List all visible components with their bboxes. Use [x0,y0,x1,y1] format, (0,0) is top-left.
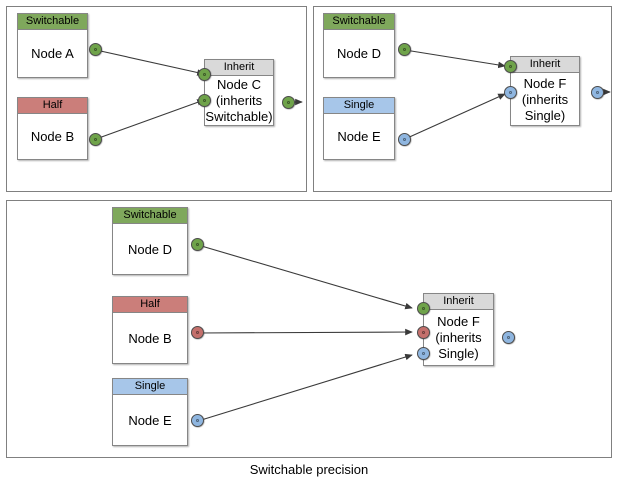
port-node-d-out[interactable] [398,43,411,56]
port-node-b-bottom-out[interactable] [191,326,204,339]
port-node-f-top-out[interactable] [591,86,604,99]
node-c-line1: Node C [216,77,262,92]
port-node-c-in-2[interactable] [198,94,211,107]
node-e-bottom-label: Node E [128,412,172,428]
node-b-label: Node B [30,129,75,144]
node-d-bottom[interactable]: Switchable Node D [112,207,188,275]
node-a[interactable]: Switchable Node A [17,13,88,78]
node-e-bottom[interactable]: Single Node E [112,378,188,446]
node-e-label: Node E [337,129,381,144]
port-node-a-out[interactable] [89,43,102,56]
node-e-bottom-header: Single [113,379,187,395]
node-d-bottom-label: Node D [127,241,173,257]
node-c-line2: (inherits [215,93,263,108]
port-node-d-bottom-out[interactable] [191,238,204,251]
port-node-b-out[interactable] [89,133,102,146]
node-b-bottom[interactable]: Half Node B [112,296,188,364]
node-d-bottom-header: Switchable [113,208,187,224]
node-f-bottom[interactable]: Inherit Node F (inherits Single) [423,293,494,366]
node-f-top[interactable]: Inherit Node F (inherits Single) [510,56,580,126]
panel-top-right: Switchable Node D Single Node E Inherit … [313,6,612,192]
node-f-bottom-line3: Single) [438,346,479,361]
port-node-f-top-in-1[interactable] [504,60,517,73]
port-node-c-out[interactable] [282,96,295,109]
port-node-e-out[interactable] [398,133,411,146]
node-f-top-line3: Single) [524,107,566,123]
node-b-header: Half [18,98,87,114]
node-d[interactable]: Switchable Node D [323,13,395,78]
panel-top-left: Switchable Node A Half Node B Inherit No… [6,6,307,192]
node-f-top-label: Node F (inherits Single) [511,73,579,126]
port-node-f-bottom-in-3[interactable] [417,347,430,360]
node-b-bottom-header: Half [113,297,187,313]
node-f-bottom-header: Inherit [424,294,493,310]
node-e-header: Single [324,98,394,114]
port-node-f-bottom-in-1[interactable] [417,302,430,315]
node-c-header: Inherit [205,60,273,76]
edges-bottom [197,244,413,422]
node-c[interactable]: Inherit Node C (inherits Switchable) [204,59,274,126]
port-node-e-bottom-out[interactable] [191,414,204,427]
panel-bottom: Switchable Node D Half Node B Single Nod… [6,200,612,458]
node-b-bottom-label: Node B [128,330,172,346]
port-node-f-top-in-2[interactable] [504,86,517,99]
node-f-top-line1: Node F [523,75,567,91]
node-f-bottom-line2: (inherits [435,330,482,345]
node-f-top-header: Inherit [511,57,579,73]
port-node-f-bottom-out[interactable] [502,331,515,344]
node-a-header: Switchable [18,14,87,30]
node-f-bottom-line1: Node F [437,314,480,329]
port-node-c-in-1[interactable] [198,68,211,81]
node-a-label: Node A [31,46,74,61]
node-d-header: Switchable [324,14,394,30]
node-f-bottom-label: Node F (inherits Single) [424,310,493,366]
diagram-caption: Switchable precision [249,462,369,477]
port-node-f-bottom-in-2[interactable] [417,326,430,339]
node-d-label: Node D [336,46,382,61]
node-e[interactable]: Single Node E [323,97,395,160]
node-c-label: Node C (inherits Switchable) [205,76,273,126]
node-f-top-line2: (inherits [521,91,569,107]
node-c-line3: Switchable) [205,109,273,124]
node-b[interactable]: Half Node B [17,97,88,160]
